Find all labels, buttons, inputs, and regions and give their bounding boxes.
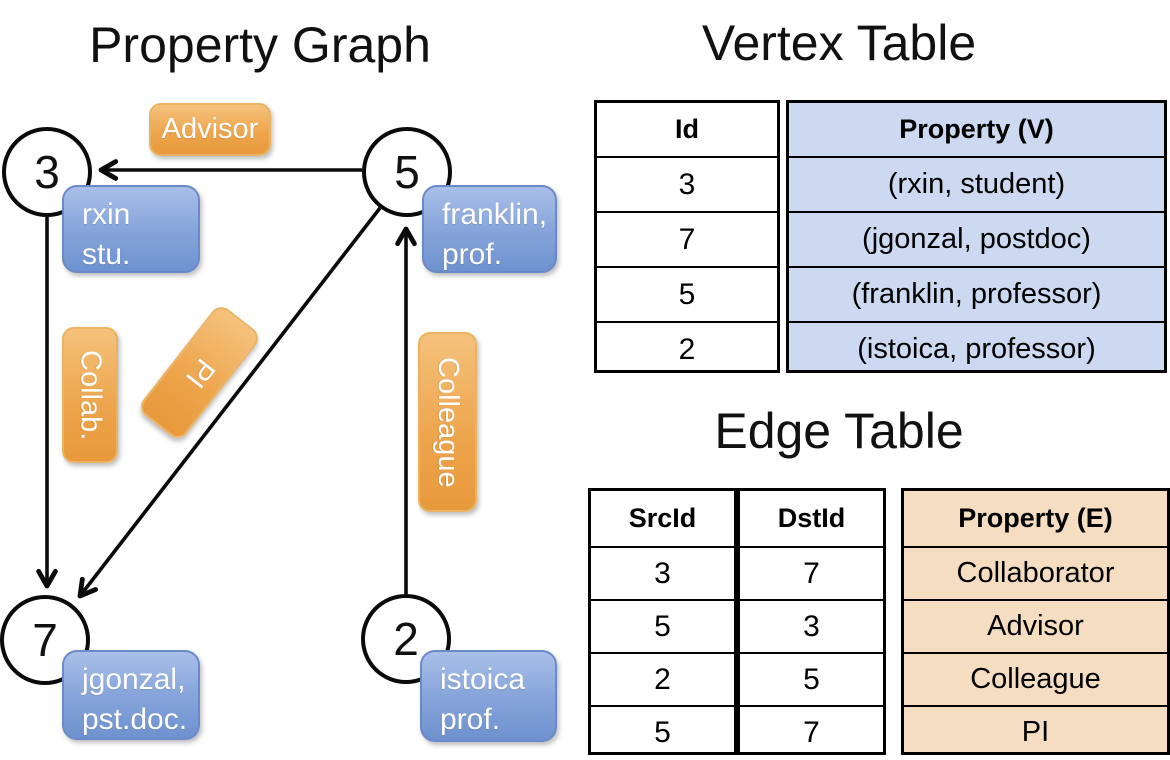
table-cell: 7: [740, 705, 883, 758]
table-cell: Advisor: [904, 599, 1167, 652]
edge-label-text: PI: [178, 352, 221, 394]
vertex-property-jgonzal: jgonzal, pst.doc.: [62, 650, 200, 740]
vertex-table-header-property: Property (V): [899, 114, 1054, 144]
table-cell: (istoica, professor): [789, 321, 1164, 376]
table-cell: 5: [740, 652, 883, 705]
edge-label-text: Collab.: [74, 349, 107, 441]
edge-table-header-property: Property (E): [958, 503, 1113, 533]
table-cell: 5: [597, 266, 777, 321]
edge-label-text: Advisor: [161, 113, 259, 145]
vertex-property-istoica: istoica prof.: [420, 650, 557, 742]
table-cell: 7: [740, 546, 883, 599]
vertex-table-property-column: Property (V) (rxin, student) (jgonzal, p…: [786, 100, 1167, 373]
property-graph-title: Property Graph: [89, 17, 431, 73]
vertex-id: 2: [393, 613, 419, 665]
edge-label-pi: PI: [136, 302, 263, 443]
edge-label-advisor: Advisor: [149, 103, 271, 156]
edge-label-text: Colleague: [432, 356, 464, 488]
vertex-property-line: franklin,: [442, 198, 548, 231]
vertex-id: 7: [32, 614, 58, 666]
table-cell: 5: [591, 705, 734, 758]
edge-table-header-dstid: DstId: [777, 503, 846, 533]
vertex-circle-3: 3: [2, 127, 92, 217]
edge-table-title: Edge Table: [714, 403, 964, 459]
vertex-property-rxin: rxin stu.: [62, 185, 200, 273]
table-cell: 3: [740, 599, 883, 652]
vertex-property-line: stu.: [82, 238, 131, 272]
vertex-table-header-id: Id: [675, 114, 699, 144]
edge-table-header-srcid: SrcId: [628, 503, 697, 533]
table-cell: (rxin, student): [789, 156, 1164, 211]
table-cell: Colleague: [904, 652, 1167, 705]
vertex-property-line: jgonzal,: [82, 663, 186, 696]
edge-label-colleague: Colleague: [418, 332, 477, 512]
vertex-id: 5: [394, 146, 420, 198]
table-cell: (jgonzal, postdoc): [789, 211, 1164, 266]
edge-label-collab: Collab.: [62, 327, 118, 463]
table-cell: 7: [597, 211, 777, 266]
vertex-table-title: Vertex Table: [701, 15, 977, 71]
vertex-property-line: prof.: [440, 703, 501, 737]
table-cell: 5: [591, 599, 734, 652]
vertex-table-id-column: Id 3 7 5 2: [594, 100, 780, 373]
table-cell: 2: [597, 321, 777, 376]
edge-table-dstid-column: DstId 7 3 5 7: [737, 488, 886, 755]
vertex-property-franklin: franklin, prof.: [422, 185, 557, 273]
edge-table-property-column: Property (E) Collaborator Advisor Collea…: [901, 488, 1170, 755]
table-cell: Collaborator: [904, 546, 1167, 599]
edge-table-srcid-column: SrcId 3 5 2 5: [588, 488, 737, 755]
table-cell: (franklin, professor): [789, 266, 1164, 321]
vertex-property-line: istoica: [440, 663, 526, 696]
vertex-id: 3: [34, 146, 60, 198]
vertex-property-line: pst.doc.: [82, 703, 188, 737]
vertex-property-line: rxin: [82, 198, 131, 231]
table-cell: 3: [591, 546, 734, 599]
table-cell: 2: [591, 652, 734, 705]
table-cell: 3: [597, 156, 777, 211]
vertex-property-line: prof.: [442, 238, 503, 272]
table-cell: PI: [904, 705, 1167, 758]
